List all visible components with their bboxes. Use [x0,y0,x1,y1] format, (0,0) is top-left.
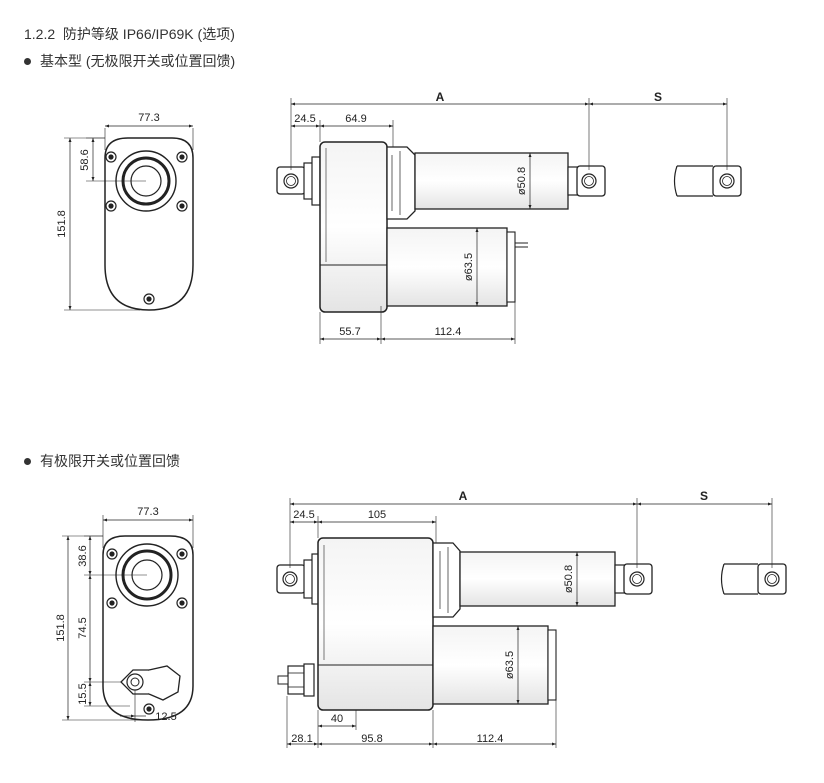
dim-rod-diameter: ø50.8 [516,167,528,195]
dim-front-height: 151.8 [56,210,68,238]
front-view-feedback [62,515,194,722]
dim-stroke-s: S [700,489,708,503]
dim-front-top-offset: 58.6 [79,149,91,170]
dim-motor-diameter: ø63.5 [504,651,516,679]
gearbox-housing [317,537,434,711]
dim-front-mid-offset: 74.5 [77,617,89,638]
dim-stroke-s: S [654,90,662,104]
motor-body [386,227,508,307]
dim-front-width: 77.3 [137,506,158,518]
dim-side-d2: 105 [368,509,386,521]
housing-outline [104,137,194,311]
dim-side-d2: 64.9 [345,113,366,125]
gearbox-housing [319,141,388,313]
section-heading: 1.2.2 防护等级 IP66/IP69K (选项) [24,24,235,44]
outer-tube [459,551,616,607]
section-title: 防护等级 IP66/IP69K (选项) [62,26,235,42]
dim-connector-offset: 12.5 [155,711,176,723]
plug-hex [148,665,181,701]
subsection-basic-title: 基本型 (无极限开关或位置回馈) [24,51,235,71]
dim-side-inner: 40 [331,713,343,725]
front-clevis [623,563,653,595]
screw-icons [106,548,188,715]
screw-icons [105,151,188,305]
outer-tube [414,152,569,210]
dim-front-width: 77.3 [138,112,159,124]
dim-side-bottom0: 28.1 [291,733,312,745]
subsection-feedback-title: 有极限开关或位置回馈 [24,451,180,471]
dim-stroke-a: A [459,489,468,503]
extended-clevis [757,563,787,595]
dim-side-d1: 24.5 [293,509,314,521]
dim-front-bottom-offset: 15.5 [77,683,89,704]
bullet-icon [24,57,31,65]
side-view-feedback [276,498,787,748]
dim-motor-diameter: ø63.5 [463,253,475,281]
dim-rod-diameter: ø50.8 [563,565,575,593]
dim-side-bottom1: 55.7 [339,326,360,338]
dim-front-top-offset: 38.6 [77,545,89,566]
dim-side-bottom2: 112.4 [477,733,504,745]
front-clevis [576,165,606,197]
section-number: 1.2.2 [24,26,56,42]
rear-clevis [276,564,306,594]
dim-side-bottom1: 95.8 [361,733,382,745]
dim-side-bottom2: 112.4 [435,326,462,338]
dim-stroke-a: A [436,90,445,104]
rear-clevis [276,166,306,195]
motor-body [432,625,549,705]
dim-front-height: 151.8 [55,614,67,642]
extended-clevis [712,165,742,197]
front-view-basic [64,124,194,311]
side-view-basic [276,98,742,344]
bullet-icon [24,457,31,465]
dim-side-d1: 24.5 [294,113,315,125]
cable-gland [287,665,305,695]
